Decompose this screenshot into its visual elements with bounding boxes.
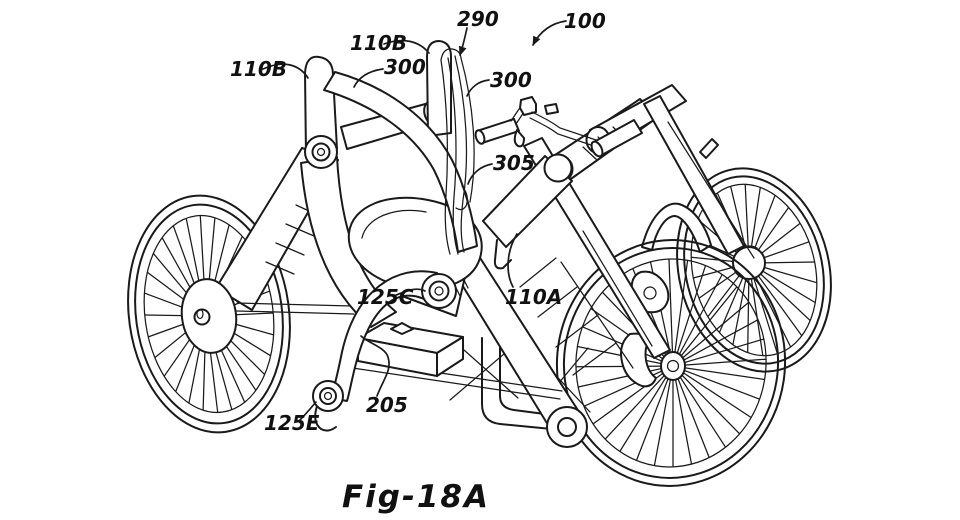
ref-label-205: 205 [366, 393, 408, 417]
leader-110B-top [383, 39, 430, 54]
rear-wheel-spokes [575, 259, 767, 467]
swing-arm [312, 270, 457, 432]
stem-clamp [519, 96, 537, 116]
headrest-strap [440, 59, 451, 255]
ref-label-110B-top: 110B [350, 31, 407, 55]
ref-label-305: 305 [493, 151, 535, 175]
figure-caption: Fig-18A [342, 479, 490, 515]
leader-lines [262, 20, 567, 422]
battery-box [357, 322, 464, 377]
front-wheel [676, 167, 832, 373]
arm-end-cap [543, 153, 573, 183]
lower-frame [445, 333, 591, 431]
arrow-100 [532, 20, 567, 46]
leader-305 [467, 163, 493, 185]
ref-label-110A: 110A [505, 285, 562, 309]
reference-labels: 110B 110B 290 100 300 300 305 110A 125C … [230, 7, 606, 435]
ref-label-290: 290 [457, 7, 499, 31]
ref-label-300-right: 300 [490, 68, 532, 92]
ref-label-110B-left: 110B [230, 57, 287, 81]
strap-anchor-hook [455, 185, 468, 211]
ref-label-100: 100 [564, 9, 606, 33]
seat-assembly [300, 40, 483, 328]
ref-label-125E: 125E [264, 411, 320, 435]
rear-hub [660, 351, 686, 381]
leader-110B-left [262, 63, 309, 79]
brake-lever [513, 129, 525, 148]
leader-205 [360, 335, 390, 397]
leader-125C [393, 288, 426, 297]
seat-post-right [426, 40, 452, 137]
leader-300-right [466, 79, 490, 97]
leader-110A [507, 233, 518, 288]
handlebar [474, 96, 719, 159]
rear-wheel [555, 239, 787, 487]
arrow-290 [458, 27, 468, 56]
ref-label-125C: 125C [357, 285, 414, 309]
leader-300-left [353, 68, 384, 88]
leader-125E [298, 401, 317, 422]
ref-label-300-left: 300 [384, 55, 426, 79]
seat-pan [347, 196, 483, 290]
front-fender [641, 202, 712, 253]
